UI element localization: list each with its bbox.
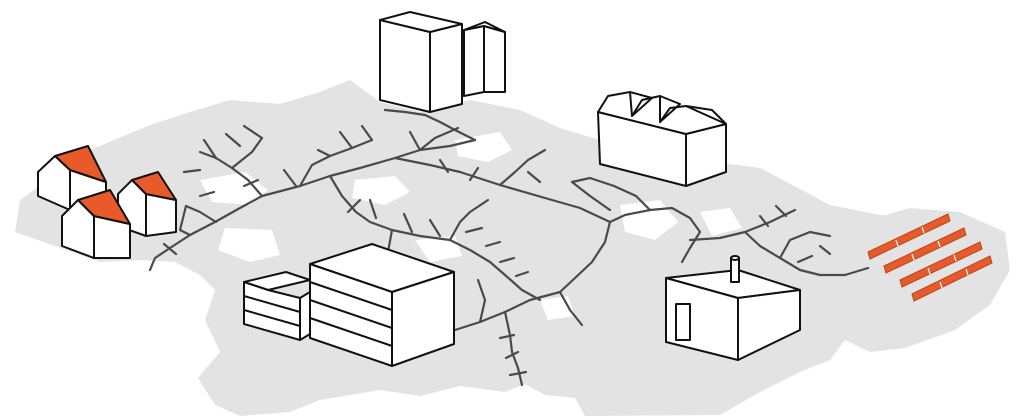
tower-side bbox=[484, 26, 505, 92]
tower-small bbox=[464, 22, 505, 96]
tower-front bbox=[464, 26, 484, 96]
house-side-wall bbox=[146, 194, 176, 236]
ground-area bbox=[15, 80, 1010, 416]
tower-large bbox=[380, 12, 462, 112]
plant-chimney bbox=[731, 258, 739, 282]
tower-front bbox=[380, 20, 430, 112]
tower-buildings bbox=[380, 12, 505, 112]
plant-chimney-top bbox=[731, 256, 739, 260]
tower-side bbox=[430, 24, 462, 112]
annex-side bbox=[300, 292, 310, 340]
plant-door bbox=[676, 304, 690, 340]
